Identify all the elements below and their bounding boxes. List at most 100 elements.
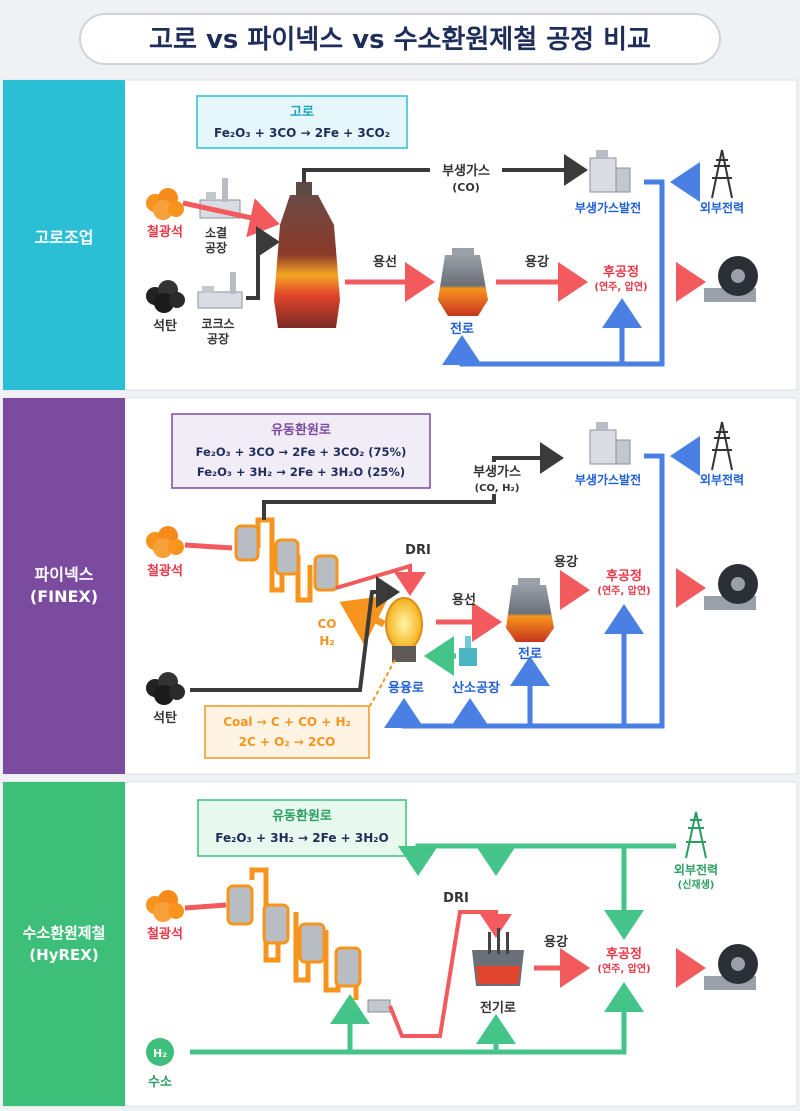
panel-label-bar	[3, 80, 125, 390]
formula-line: Fe₂O₃ + 3CO → 2Fe + 3CO₂	[214, 126, 390, 140]
melter-label: 용융로	[388, 680, 424, 696]
panel-label-line-1: 파이넥스	[35, 565, 94, 584]
coal-icon	[146, 280, 185, 313]
coal-box-connector	[369, 659, 396, 707]
power-plant-icon	[589, 422, 631, 465]
hydrogen-icon-text: H₂	[153, 1047, 167, 1060]
power-feedback-line	[384, 453, 665, 729]
hydrogen-label: 수소	[148, 1075, 172, 1090]
converter-icon	[438, 248, 488, 316]
formula-box	[197, 799, 407, 857]
panel-blast-furnace: 고로조업 고로 Fe₂O₃ + 3CO → 2Fe + 3CO₂ 철광석 석탄 …	[2, 79, 798, 391]
formula-title: 유동환원로	[271, 422, 331, 438]
external-power-label: 외부전력	[700, 200, 744, 215]
power-feedback-line	[442, 179, 665, 367]
formula-box	[171, 413, 431, 489]
coal-reaction-line-1: Coal → C + CO + H₂	[223, 715, 351, 729]
power-plant-label: 부생가스발전	[575, 472, 641, 487]
page-title: 고로 vs 파이넥스 vs 수소환원제철 공정 비교	[149, 25, 651, 55]
converter-label: 전로	[518, 646, 542, 662]
formula-line-2: Fe₂O₃ + 3H₂ → 2Fe + 3H₂O (25%)	[197, 465, 405, 479]
power-tower-icon	[711, 421, 733, 471]
iron-ore-label: 철광석	[147, 563, 183, 579]
steel-label: 용강	[554, 554, 578, 570]
power-line-top	[398, 843, 676, 876]
arrow-dri	[388, 910, 512, 1038]
panel-label-line-2: (HyREX)	[29, 946, 98, 964]
arrow-ore-to-furnace	[182, 198, 280, 238]
blast-furnace-icon	[274, 182, 340, 328]
post-process-label: 후공정	[606, 568, 642, 584]
steel-coil-icon	[704, 256, 758, 302]
panel-label-bar	[3, 782, 125, 1106]
byproduct-gas-sub: (CO)	[452, 181, 479, 194]
coke-plant-icon	[197, 272, 243, 309]
post-process-label: 후공정	[603, 264, 639, 280]
panel-finex: 파이넥스 (FINEX) 유동환원로 Fe₂O₃ + 3CO → 2Fe + 3…	[2, 397, 798, 775]
coal-label: 석탄	[153, 710, 177, 726]
coal-icon	[146, 672, 185, 705]
post-process-sub: (연주, 압연)	[597, 962, 650, 975]
formula-title: 유동환원로	[272, 808, 332, 824]
coke-plant-label-1: 코크스	[201, 317, 234, 331]
iron-ore-icon	[146, 188, 184, 220]
byproduct-gas-label: 부생가스	[473, 465, 521, 480]
fluidized-reactors-icon	[234, 517, 339, 603]
formula-box	[196, 95, 408, 149]
arrow-coal	[190, 576, 400, 692]
arrow-coke-to-furnace	[246, 226, 280, 300]
oxygen-plant-icon	[459, 636, 477, 666]
iron-ore-icon	[146, 526, 184, 558]
power-tower-icon	[685, 811, 707, 859]
power-plant-label: 부생가스발전	[575, 200, 641, 215]
electric-arc-furnace-icon	[472, 928, 524, 986]
arrow-ore-to-reactor	[184, 542, 233, 551]
steel-label: 용강	[525, 254, 549, 270]
iron-ore-icon	[146, 890, 184, 922]
byproduct-gas-sub: (CO, H₂)	[475, 483, 520, 494]
arrow-dri	[335, 563, 426, 596]
hot-metal-label: 용선	[452, 592, 476, 608]
panel-label-bar	[3, 398, 125, 774]
gas-back-co: CO	[317, 617, 336, 631]
iron-ore-label: 철광석	[147, 224, 183, 240]
power-plant-icon	[589, 150, 631, 193]
sinter-plant-label-2: 공장	[205, 241, 227, 255]
power-tower-icon	[711, 149, 733, 199]
hydrogen-icon: H₂	[146, 1038, 174, 1066]
hot-metal-label: 용선	[373, 254, 397, 270]
post-process-label: 후공정	[606, 946, 642, 962]
arrow-ore-to-reactor	[184, 902, 227, 911]
formula-line-1: Fe₂O₃ + 3CO → 2Fe + 3CO₂ (75%)	[196, 445, 407, 459]
converter-icon	[506, 578, 554, 642]
coal-reaction-box	[204, 705, 370, 759]
external-power-label: 외부전력	[700, 472, 744, 487]
oxygen-plant-label: 산소공장	[452, 680, 500, 696]
panel-label-line-2: (FINEX)	[30, 587, 98, 606]
arrow-byproduct-gas	[262, 442, 564, 520]
coke-plant-label-2: 공장	[207, 332, 229, 346]
formula-title: 고로	[290, 105, 314, 120]
external-power-sub: (신재생)	[678, 878, 715, 891]
byproduct-gas-label: 부생가스	[442, 164, 490, 179]
converter-label: 전로	[450, 321, 474, 337]
iron-ore-label: 철광석	[147, 926, 183, 942]
hydrogen-supply-line	[190, 982, 644, 1055]
title-pill: 고로 vs 파이넥스 vs 수소환원제철 공정 비교	[79, 13, 721, 65]
panel-label: 고로조업	[35, 228, 94, 247]
panel-hyrex: 수소환원제철 (HyREX) 유동환원로 Fe₂O₃ + 3H₂ → 2Fe +…	[2, 781, 798, 1107]
post-process-sub: (연주, 압연)	[597, 584, 650, 597]
steel-coil-icon	[704, 564, 758, 610]
fluidized-reactors-icon	[226, 867, 391, 1013]
steel-coil-icon	[704, 944, 758, 990]
external-power-label: 외부전력	[674, 862, 718, 877]
sinter-plant-label-1: 소결	[205, 225, 227, 240]
steel-label: 용강	[544, 934, 568, 950]
coal-reaction-line-2: 2C + O₂ → 2CO	[239, 735, 336, 749]
melter-gasifier-icon	[385, 597, 423, 662]
dri-label: DRI	[405, 543, 431, 558]
dri-label: DRI	[443, 891, 469, 906]
eaf-label: 전기로	[480, 1000, 516, 1016]
panel-label-line-1: 수소환원제철	[23, 924, 106, 942]
